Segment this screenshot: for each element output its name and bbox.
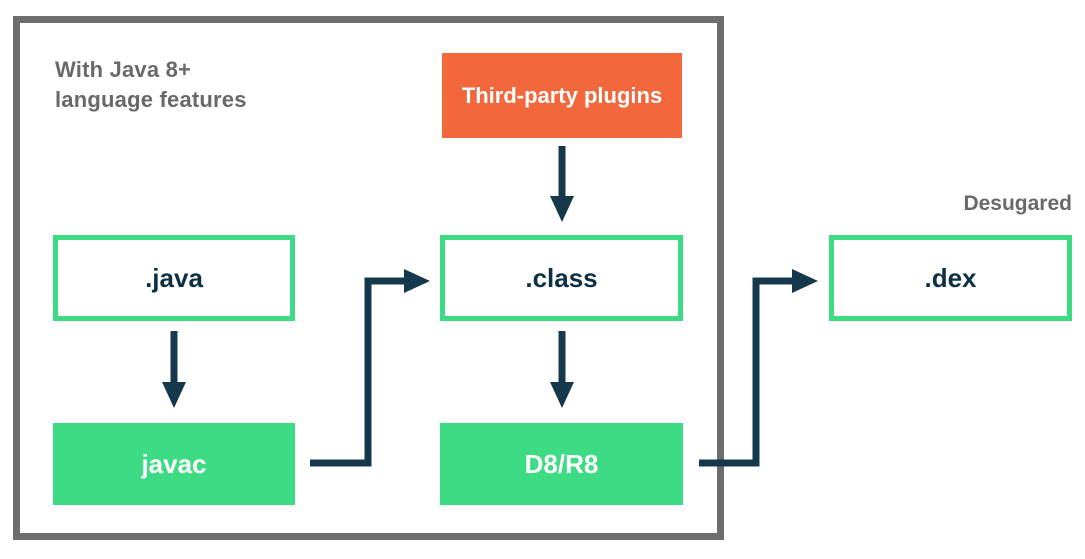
node-dex-file: .dex — [829, 235, 1072, 321]
java8-features-note: With Java 8+ language features — [55, 55, 247, 115]
node-class-file-label: .class — [525, 262, 598, 293]
java8-features-note-line1: With Java 8+ — [55, 57, 192, 82]
node-java-file-label: .java — [145, 262, 203, 293]
node-d8r8-tool-label: D8/R8 — [524, 448, 599, 479]
node-javac-tool-label: javac — [141, 448, 207, 479]
java8-features-note-line2: language features — [55, 87, 247, 112]
node-third-party-plugins-label: Third-party plugins — [461, 82, 663, 108]
node-java-file: .java — [53, 235, 295, 321]
desugared-label: Desugared — [963, 192, 1072, 215]
node-dex-file-label: .dex — [924, 262, 977, 293]
node-class-file: .class — [440, 235, 683, 321]
node-d8r8-tool: D8/R8 — [440, 423, 683, 505]
node-javac-tool: javac — [53, 423, 295, 505]
node-third-party-plugins: Third-party plugins — [442, 53, 682, 138]
